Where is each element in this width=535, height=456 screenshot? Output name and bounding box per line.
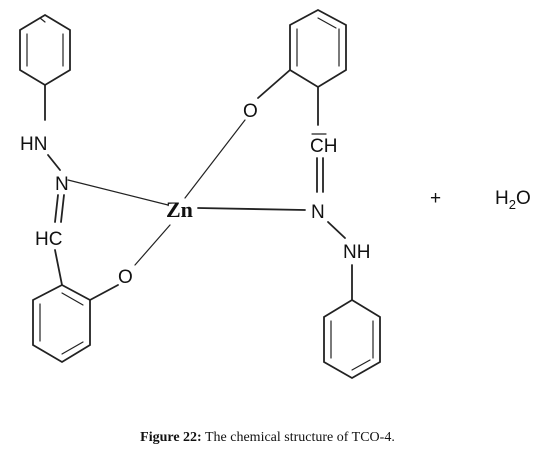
atom-o-upper: O	[243, 101, 258, 122]
atom-hn-left: HN	[20, 134, 47, 155]
caption-label: Figure 22:	[140, 430, 202, 445]
phenyl-ring-lower-left	[32, 283, 91, 364]
bond-o-zn-lower	[134, 224, 171, 266]
plus-sign: +	[430, 188, 441, 209]
bond-hn-n	[47, 154, 61, 171]
bond-ring-o-upper	[257, 69, 291, 99]
bond-n-c-double-b	[60, 194, 65, 223]
atom-ch: CH	[310, 136, 337, 157]
phenyl-ring-lower-right	[323, 298, 381, 380]
bond-n-zn	[67, 179, 169, 206]
atom-n-right: N	[311, 202, 325, 223]
bond-zn-n-right	[197, 207, 306, 211]
atom-o-lower: O	[118, 267, 133, 288]
atom-zn: Zn	[166, 197, 193, 222]
phenyl-ring-upper-left	[19, 13, 71, 121]
bond-n-nh	[327, 221, 346, 239]
caption-text: The chemical structure of TCO-4.	[201, 430, 395, 445]
bond-o-zn-upper	[184, 119, 246, 199]
bond-n-c-double-a	[54, 194, 59, 223]
atom-nh: NH	[343, 242, 370, 263]
atom-hc: HC	[35, 229, 62, 250]
bond-hc-ring	[54, 249, 63, 286]
figure-caption: Figure 22: The chemical structure of TCO…	[0, 430, 535, 446]
atom-n-left: N	[55, 174, 69, 195]
water-formula: H2O	[495, 188, 531, 212]
phenyl-ring-upper-right	[289, 8, 347, 89]
bond-ring-o-lower	[89, 284, 119, 301]
